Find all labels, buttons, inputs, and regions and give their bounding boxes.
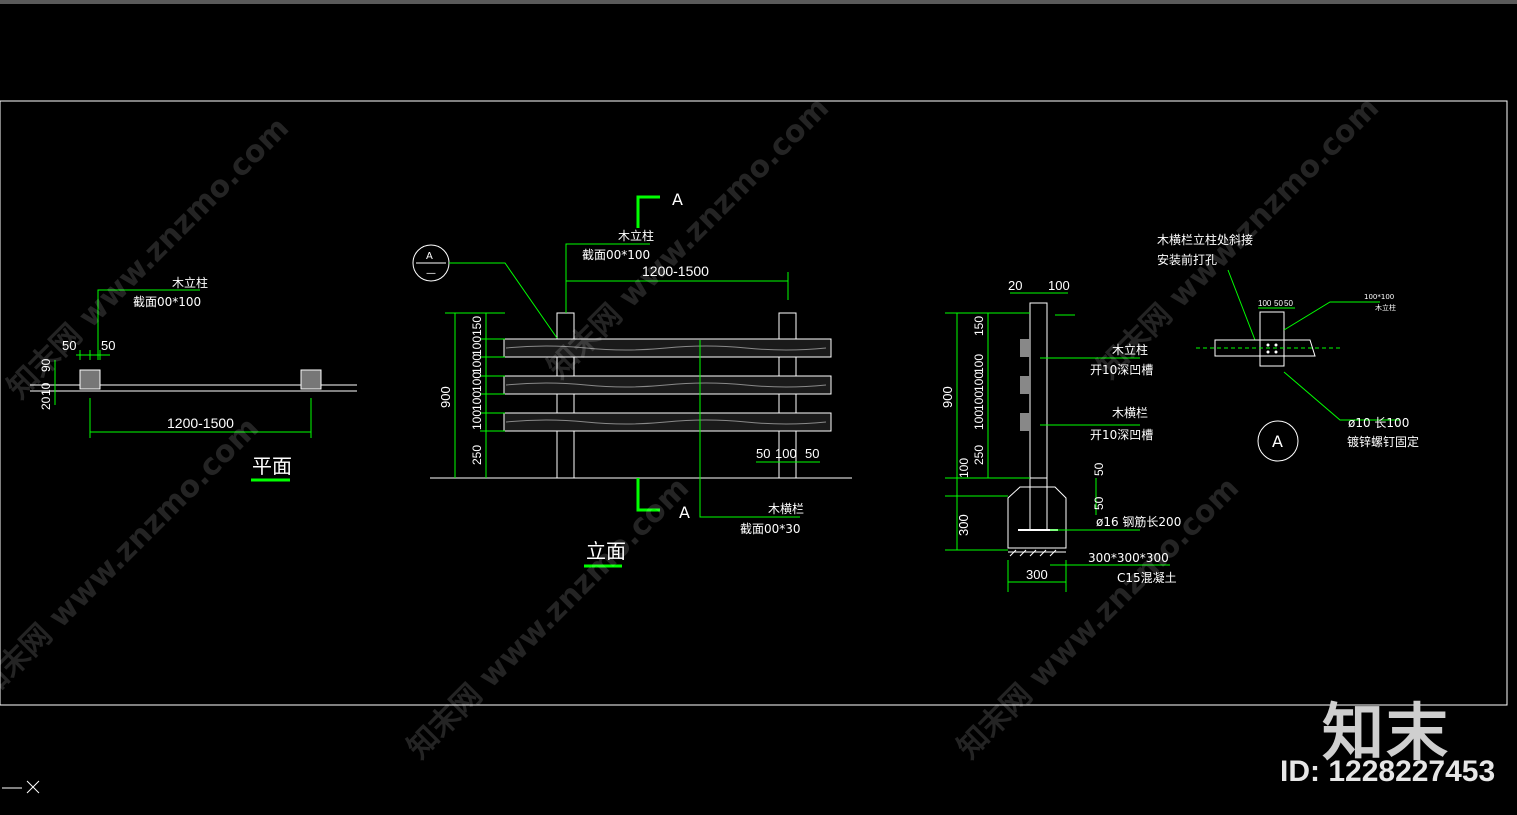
elev-span-dim: 1200-1500 bbox=[642, 263, 709, 279]
ucs-crosshair-icon bbox=[2, 780, 40, 794]
svg-text:木立柱: 木立柱 bbox=[1375, 303, 1396, 312]
plan-dim-10: 10 bbox=[39, 382, 53, 396]
plan-post-left bbox=[79, 369, 101, 390]
svg-text:A: A bbox=[426, 251, 433, 262]
svg-text:100: 100 bbox=[972, 354, 986, 374]
svg-text:150: 150 bbox=[972, 316, 986, 336]
plan-dim-90: 90 bbox=[39, 358, 53, 372]
svg-text:知末网 www.znzmo.com: 知末网 www.znzmo.com bbox=[1091, 91, 1386, 386]
svg-text:C15混凝土: C15混凝土 bbox=[1117, 570, 1177, 585]
svg-text:100: 100 bbox=[470, 410, 484, 430]
svg-text:100: 100 bbox=[470, 354, 484, 374]
svg-text:安装前打孔: 安装前打孔 bbox=[1157, 252, 1217, 267]
drawing-frame bbox=[0, 100, 1508, 706]
svg-text:300: 300 bbox=[1026, 567, 1048, 582]
svg-text:开10深凹槽: 开10深凹槽 bbox=[1090, 363, 1153, 377]
svg-text:100: 100 bbox=[1258, 299, 1272, 308]
elev-section-mark-top: A bbox=[672, 190, 683, 209]
svg-text:ø10 长100: ø10 长100 bbox=[1348, 416, 1409, 430]
plan-span-dim: 1200-1500 bbox=[167, 415, 234, 431]
svg-text:100: 100 bbox=[775, 446, 797, 461]
plan-title: 平面 bbox=[252, 454, 292, 478]
svg-text:100: 100 bbox=[470, 336, 484, 356]
svg-text:知末网 www.znzmo.com: 知末网 www.znzmo.com bbox=[1, 111, 296, 406]
svg-text:木立柱: 木立柱 bbox=[1112, 342, 1148, 357]
svg-text:50: 50 bbox=[1284, 299, 1293, 308]
elev-title: 立面 bbox=[586, 539, 626, 563]
svg-text:900: 900 bbox=[940, 386, 955, 408]
plan-post-section: 截面00*100 bbox=[133, 295, 201, 309]
section-view: 20 100 900 150 100 100 100 100 250 100 3… bbox=[940, 278, 1181, 592]
window-top-bar bbox=[0, 0, 1517, 4]
svg-text:50: 50 bbox=[756, 446, 770, 461]
svg-text:50: 50 bbox=[805, 446, 819, 461]
asset-id: ID: 1228227453 bbox=[1280, 755, 1496, 788]
svg-text:镀锌螺钉固定: 镀锌螺钉固定 bbox=[1347, 434, 1419, 449]
svg-text:50: 50 bbox=[1274, 299, 1283, 308]
svg-text:20: 20 bbox=[1008, 278, 1022, 293]
svg-text:100: 100 bbox=[470, 391, 484, 411]
detail-a: 木横栏立柱处斜接 安装前打孔 100 50 50 100*100 木立柱 ø10… bbox=[1157, 232, 1419, 462]
elev-post-label: 木立柱 bbox=[618, 228, 654, 243]
elev-post-right bbox=[778, 312, 797, 479]
svg-text:100: 100 bbox=[972, 372, 986, 392]
svg-text:100*100: 100*100 bbox=[1364, 293, 1394, 301]
svg-text:100: 100 bbox=[972, 391, 986, 411]
plan-post-right bbox=[300, 369, 322, 390]
svg-text:知末网 www.znzmo.com: 知末网 www.znzmo.com bbox=[0, 411, 266, 706]
svg-text:100: 100 bbox=[1048, 278, 1070, 293]
svg-text:300: 300 bbox=[956, 514, 971, 536]
svg-text:—: — bbox=[426, 268, 436, 279]
svg-text:木横栏立柱处斜接: 木横栏立柱处斜接 bbox=[1157, 232, 1253, 247]
svg-text:开10深凹槽: 开10深凹槽 bbox=[1090, 428, 1153, 442]
svg-text:150: 150 bbox=[470, 316, 484, 336]
elev-rail-label: 木横栏 bbox=[768, 501, 804, 516]
svg-text:100: 100 bbox=[972, 410, 986, 430]
svg-text:250: 250 bbox=[470, 445, 484, 465]
plan-dim-50b: 50 bbox=[101, 338, 115, 353]
svg-text:250: 250 bbox=[972, 445, 986, 465]
section-footing bbox=[1007, 486, 1067, 549]
svg-text:ø16 钢筋长200: ø16 钢筋长200 bbox=[1096, 514, 1181, 529]
svg-text:知末网 www.znzmo.com: 知末网 www.znzmo.com bbox=[401, 471, 696, 766]
elev-section-mark-bottom: A bbox=[679, 503, 690, 522]
svg-text:50: 50 bbox=[1092, 496, 1106, 510]
plan-dim-20: 20 bbox=[39, 396, 53, 410]
svg-text:300*300*300: 300*300*300 bbox=[1088, 551, 1169, 565]
detail-callout-circle bbox=[1257, 420, 1299, 462]
svg-text:木横栏: 木横栏 bbox=[1112, 405, 1148, 420]
elev-post-section: 截面00*100 bbox=[582, 248, 650, 262]
svg-text:100: 100 bbox=[957, 458, 971, 478]
plan-post-label: 木立柱 bbox=[172, 275, 208, 290]
elevation-view: A A A — 木立柱 截面00*100 1200-1500 900 150 1… bbox=[412, 190, 852, 568]
elev-rail-section: 截面00*30 bbox=[740, 522, 801, 536]
plan-view: 木立柱 截面00*100 50 50 90 20 10 1200-1500 平面 bbox=[30, 275, 357, 482]
svg-text:A: A bbox=[1272, 432, 1283, 451]
svg-text:50: 50 bbox=[1092, 462, 1106, 476]
svg-text:100: 100 bbox=[470, 372, 484, 392]
section-post bbox=[1029, 302, 1048, 479]
plan-dim-50a: 50 bbox=[62, 338, 76, 353]
elev-dim-900: 900 bbox=[438, 386, 453, 408]
brand-logo: 知末 bbox=[1322, 696, 1451, 769]
